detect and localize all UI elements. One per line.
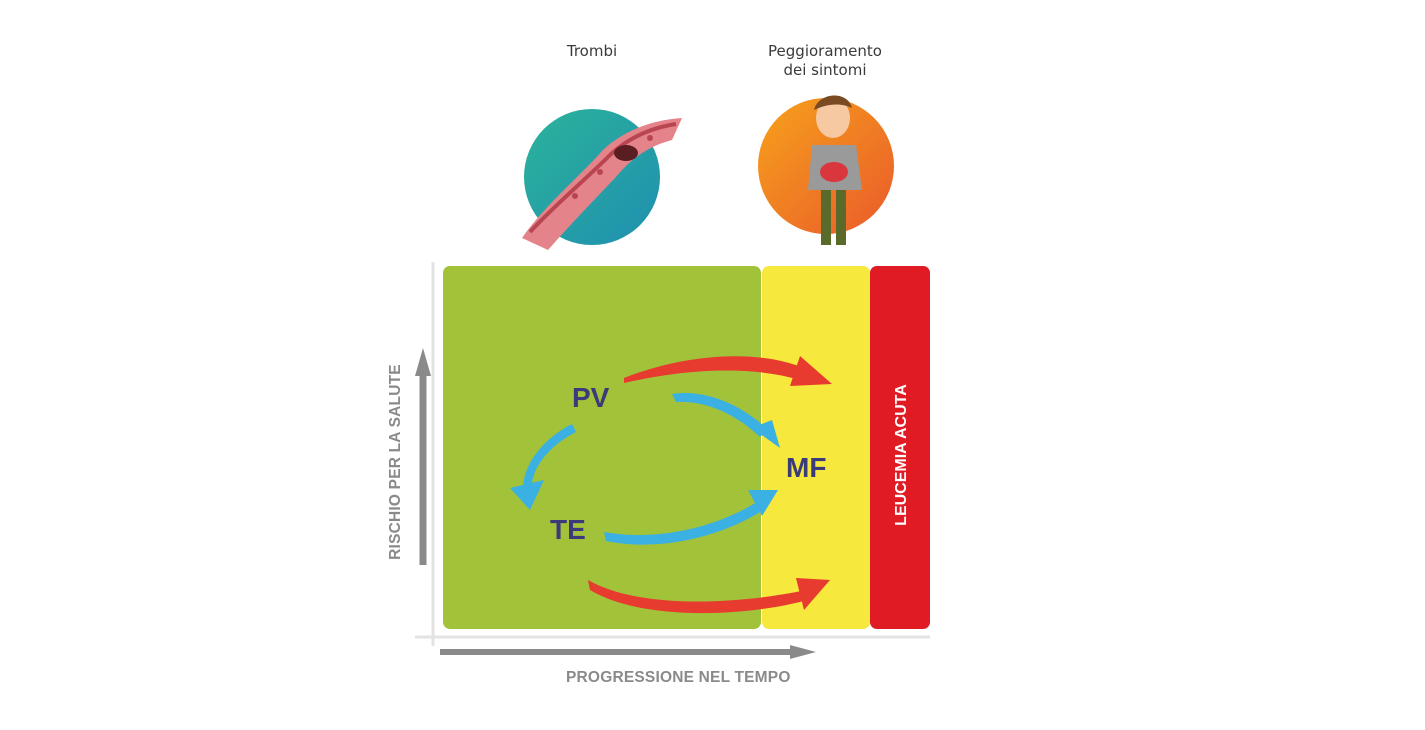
- zone-green: [443, 266, 761, 629]
- caption-trombi: Trombi: [542, 42, 642, 61]
- node-mf: MF: [786, 452, 827, 483]
- arrow-pv-to-te: [510, 424, 576, 510]
- arrow-pv-to-leucemia: [624, 356, 832, 386]
- arrow-pv-to-mf: [672, 392, 780, 448]
- zone-yellow: [762, 266, 870, 629]
- caption-peggioramento-line2: dei sintomi: [783, 61, 867, 79]
- blood-vessel-clot-icon: [522, 109, 682, 250]
- x-axis-arrow-head: [790, 645, 816, 659]
- arrow-te-to-mf: [604, 490, 778, 545]
- node-te: TE: [550, 514, 586, 545]
- x-axis-label: PROGRESSIONE NEL TEMPO: [566, 669, 791, 686]
- caption-peggioramento: Peggioramento dei sintomi: [740, 42, 910, 80]
- caption-trombi-text: Trombi: [566, 42, 618, 60]
- y-axis-arrow-head: [415, 348, 431, 376]
- zone-red: [870, 266, 930, 629]
- sick-man-icon: [758, 95, 894, 245]
- caption-peggioramento-line1: Peggioramento: [768, 42, 882, 60]
- y-axis-label: RISCHIO PER LA SALUTE: [387, 364, 404, 560]
- arrow-te-to-leucemia: [588, 578, 830, 614]
- node-pv: PV: [572, 382, 610, 413]
- zone-leucemia-label: LEUCEMIA ACUTA: [893, 384, 910, 526]
